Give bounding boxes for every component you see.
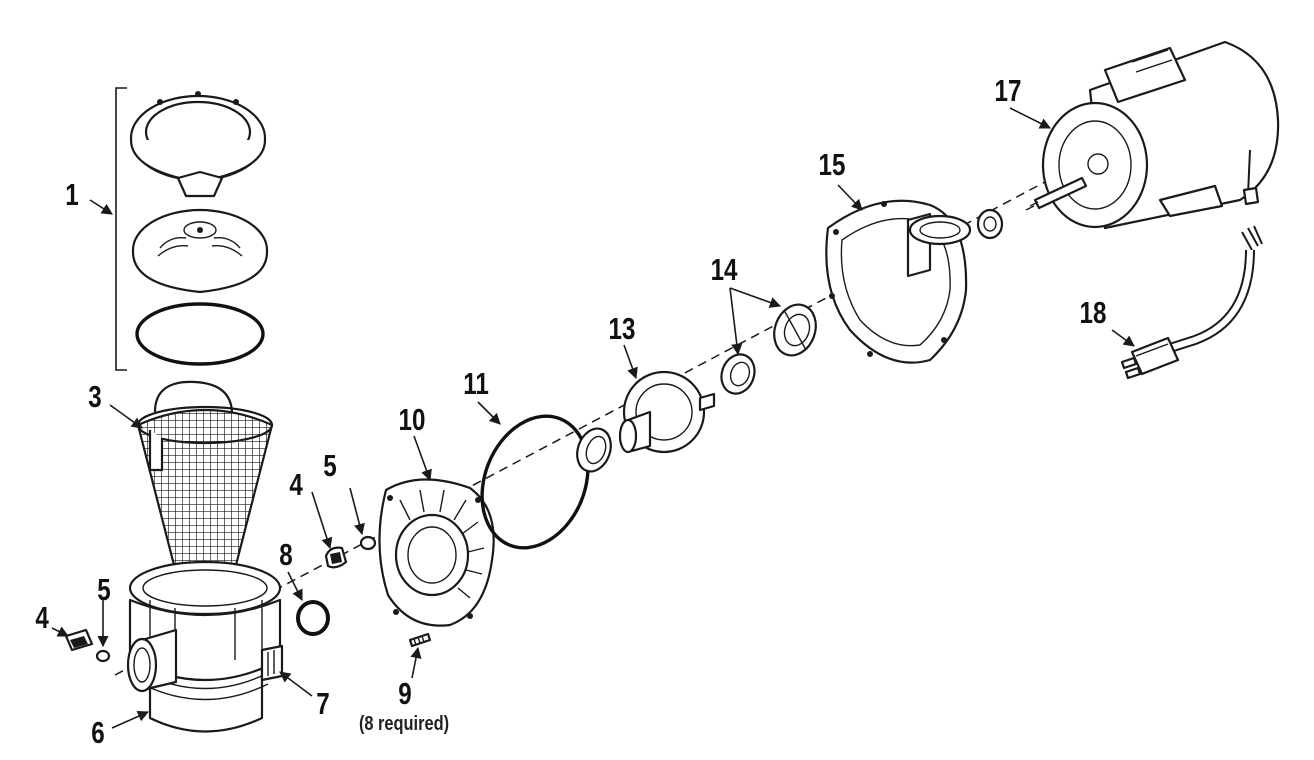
part-9-screw — [408, 632, 432, 648]
part-17-motor — [1025, 40, 1280, 251]
callout-10: 10 — [399, 402, 426, 437]
callout-labels: 1 3 4 4 5 5 6 7 8 9 10 11 13 14 15 17 18… — [35, 73, 1106, 750]
part-9-quantity-note: (8 required) — [359, 711, 449, 734]
callout-8: 8 — [279, 537, 292, 572]
callout-15: 15 — [819, 147, 846, 182]
part-13-impeller — [618, 370, 716, 454]
part-18-power-cord — [1120, 249, 1255, 380]
part-11-o-ring — [480, 414, 590, 550]
part-14-shaft-seal — [720, 303, 817, 395]
part-15-pump-body — [825, 199, 972, 364]
callout-9: 9 — [398, 676, 411, 711]
callout-4-left: 4 — [35, 600, 49, 635]
callout-5-right: 5 — [323, 448, 336, 483]
part-4-drain-plug-left — [64, 628, 94, 652]
bracket-1 — [115, 87, 127, 371]
part-10-seal-plate — [378, 478, 495, 627]
callout-11: 11 — [463, 366, 489, 401]
part-3-strainer-basket — [136, 380, 274, 573]
seal-ring — [576, 427, 612, 473]
callout-4-right: 4 — [289, 467, 303, 502]
callout-6: 6 — [91, 715, 104, 750]
part-1-lid-assembly — [115, 87, 269, 371]
callout-18: 18 — [1080, 295, 1107, 330]
part-6-strainer-housing — [126, 560, 284, 733]
callout-1: 1 — [65, 177, 78, 212]
part-5-o-ring-left — [95, 649, 111, 663]
leader-lines — [51, 107, 1135, 729]
callout-14: 14 — [711, 252, 738, 287]
callout-3: 3 — [88, 379, 101, 414]
part-8-gasket — [296, 600, 330, 636]
part-4-drain-plug-right — [324, 546, 348, 569]
part-5-o-ring-right — [359, 535, 377, 551]
callout-17: 17 — [995, 73, 1022, 108]
callout-5-left: 5 — [97, 572, 110, 607]
callout-13: 13 — [609, 311, 636, 346]
callout-7: 7 — [316, 686, 329, 721]
slinger — [976, 208, 1004, 240]
